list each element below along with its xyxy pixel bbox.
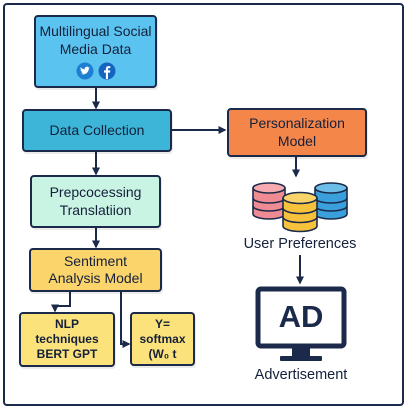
database-icon-yellow — [282, 191, 318, 233]
node-softmax-formula: Y= softmax (W₀ t — [130, 312, 195, 366]
advertisement-label: Advertisement — [254, 367, 348, 383]
node-label-line1: Sentiment — [63, 252, 128, 269]
node-social-media-data: Multilingual Social Media Data — [34, 15, 157, 88]
node-label-line2: softmax — [139, 331, 186, 346]
node-label-line1: Multilingual Social — [39, 23, 152, 39]
node-preprocessing: Prepcocessing Translatiion — [30, 175, 161, 228]
facebook-icon — [98, 62, 115, 80]
node-nlp-techniques: NLP techniques BERT GPT — [19, 312, 115, 367]
node-label-line3: (W₀ t — [148, 346, 177, 361]
arrow-sentiment-to-formula — [120, 292, 131, 348]
user-preferences-label: User Preferences — [243, 236, 357, 252]
node-label-line1: Personalization — [249, 115, 345, 131]
social-icons — [76, 62, 116, 80]
node-personalization-model: Personalization Model — [227, 108, 367, 157]
twitter-icon — [76, 62, 93, 80]
node-label: Data Collection — [49, 121, 145, 138]
node-label-line2: Model — [277, 132, 317, 149]
node-label-line2: Translatiion — [59, 201, 132, 218]
node-label-line2: techniques — [35, 332, 99, 346]
node-label-line1: Y= — [154, 316, 170, 331]
ad-text: AD — [278, 299, 324, 334]
monitor-icon — [255, 286, 347, 361]
database-icon-red — [252, 182, 286, 220]
arrow-sentiment-to-nlp — [51, 292, 71, 313]
node-data-collection: Data Collection — [22, 109, 172, 152]
node-label-line1: NLP — [55, 317, 79, 331]
node-label-line2: Analysis Model — [48, 270, 143, 286]
database-icon-blue — [314, 182, 348, 220]
node-label-line3: BERT GPT — [36, 347, 98, 361]
node-sentiment-analysis: Sentiment Analysis Model — [29, 248, 162, 292]
node-label-line1: Prepcocessing — [49, 184, 142, 200]
node-label-line2: Media Data — [59, 40, 132, 57]
